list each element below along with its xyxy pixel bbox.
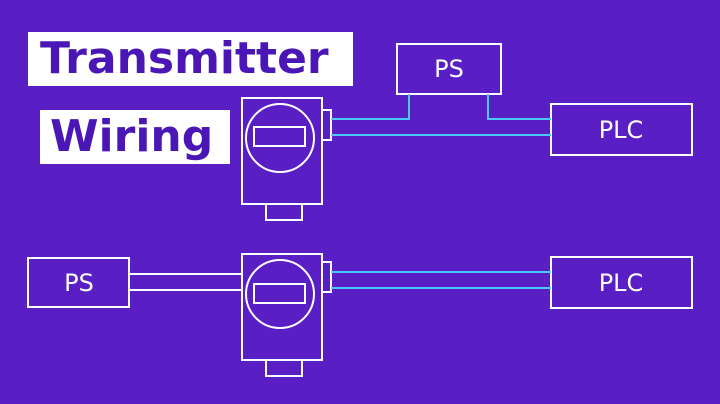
top-signal-wires: [331, 94, 551, 136]
bottom-plc-label: PLC: [599, 269, 644, 297]
bottom-plc-box: [550, 256, 693, 309]
top-plc-box: [550, 103, 693, 156]
top-power-supply-box: [396, 43, 502, 95]
title-line-1: Transmitter: [28, 32, 353, 86]
bottom-power-wires: [129, 273, 242, 291]
title-line-2: Wiring: [40, 110, 230, 164]
bottom-power-supply-box: [27, 257, 130, 308]
top-transmitter: [241, 97, 332, 221]
top-ps-label: PS: [434, 55, 464, 83]
top-plc-label: PLC: [599, 116, 644, 144]
bottom-transmitter: [241, 253, 332, 377]
bottom-signal-wires: [331, 271, 551, 289]
bottom-ps-label: PS: [64, 269, 94, 297]
